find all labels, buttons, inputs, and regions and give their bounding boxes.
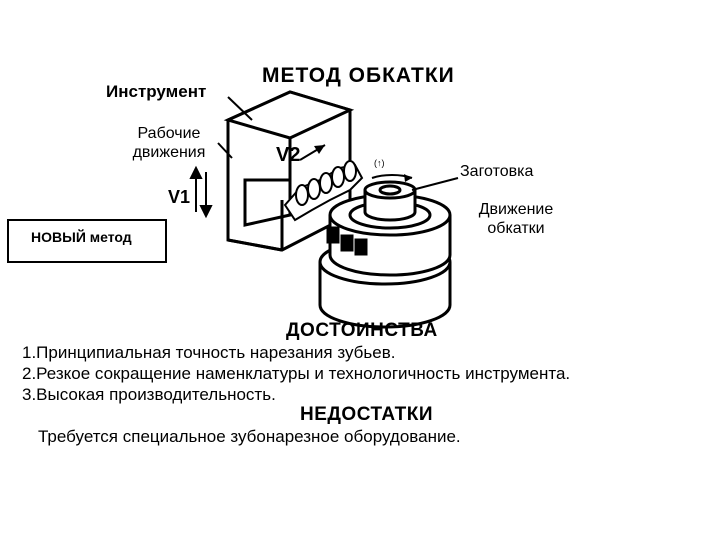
diagram-title: МЕТОД ОБКАТКИ	[262, 64, 455, 87]
new-method-box: НОВЫЙ метод	[7, 219, 167, 263]
rolling-motion-line-2: обкатки	[487, 220, 545, 237]
advantage-item-1: 1.Принципиальная точность нарезания зубь…	[22, 343, 396, 362]
working-motions-line-1: Рабочие	[137, 125, 201, 142]
disadvantage-item-1: Требуется специальное зубонарезное обору…	[38, 427, 461, 446]
rolling-motion-label: Движение обкатки	[458, 200, 574, 238]
advantages-heading: ДОСТОИНСТВА	[286, 320, 438, 341]
workpiece-label: Заготовка	[460, 163, 534, 180]
working-motions-label: Рабочие движения	[120, 124, 218, 162]
tool-label: Инструмент	[106, 82, 207, 101]
rotation-arrowhead-icon	[404, 174, 412, 182]
working-motions-line-2: движения	[132, 144, 206, 161]
disadvantages-heading: НЕДОСТАТКИ	[300, 404, 433, 425]
rotation-mark: (↑)	[374, 158, 385, 168]
advantage-item-3: 3.Высокая производительность.	[22, 385, 276, 404]
worm-cutter	[283, 160, 364, 222]
v2-arrowhead-icon	[314, 145, 325, 154]
v1-arrows-icon	[189, 165, 213, 219]
v2-label: V2	[276, 144, 301, 166]
rolling-motion-line-1: Движение	[478, 201, 554, 218]
v1-label: V1	[168, 187, 191, 207]
advantage-item-2: 2.Резкое сокращение наменклатуры и техно…	[22, 364, 571, 383]
new-method-label: НОВЫЙ метод	[31, 229, 132, 245]
workpiece	[318, 180, 452, 329]
leader-lines	[217, 96, 459, 191]
